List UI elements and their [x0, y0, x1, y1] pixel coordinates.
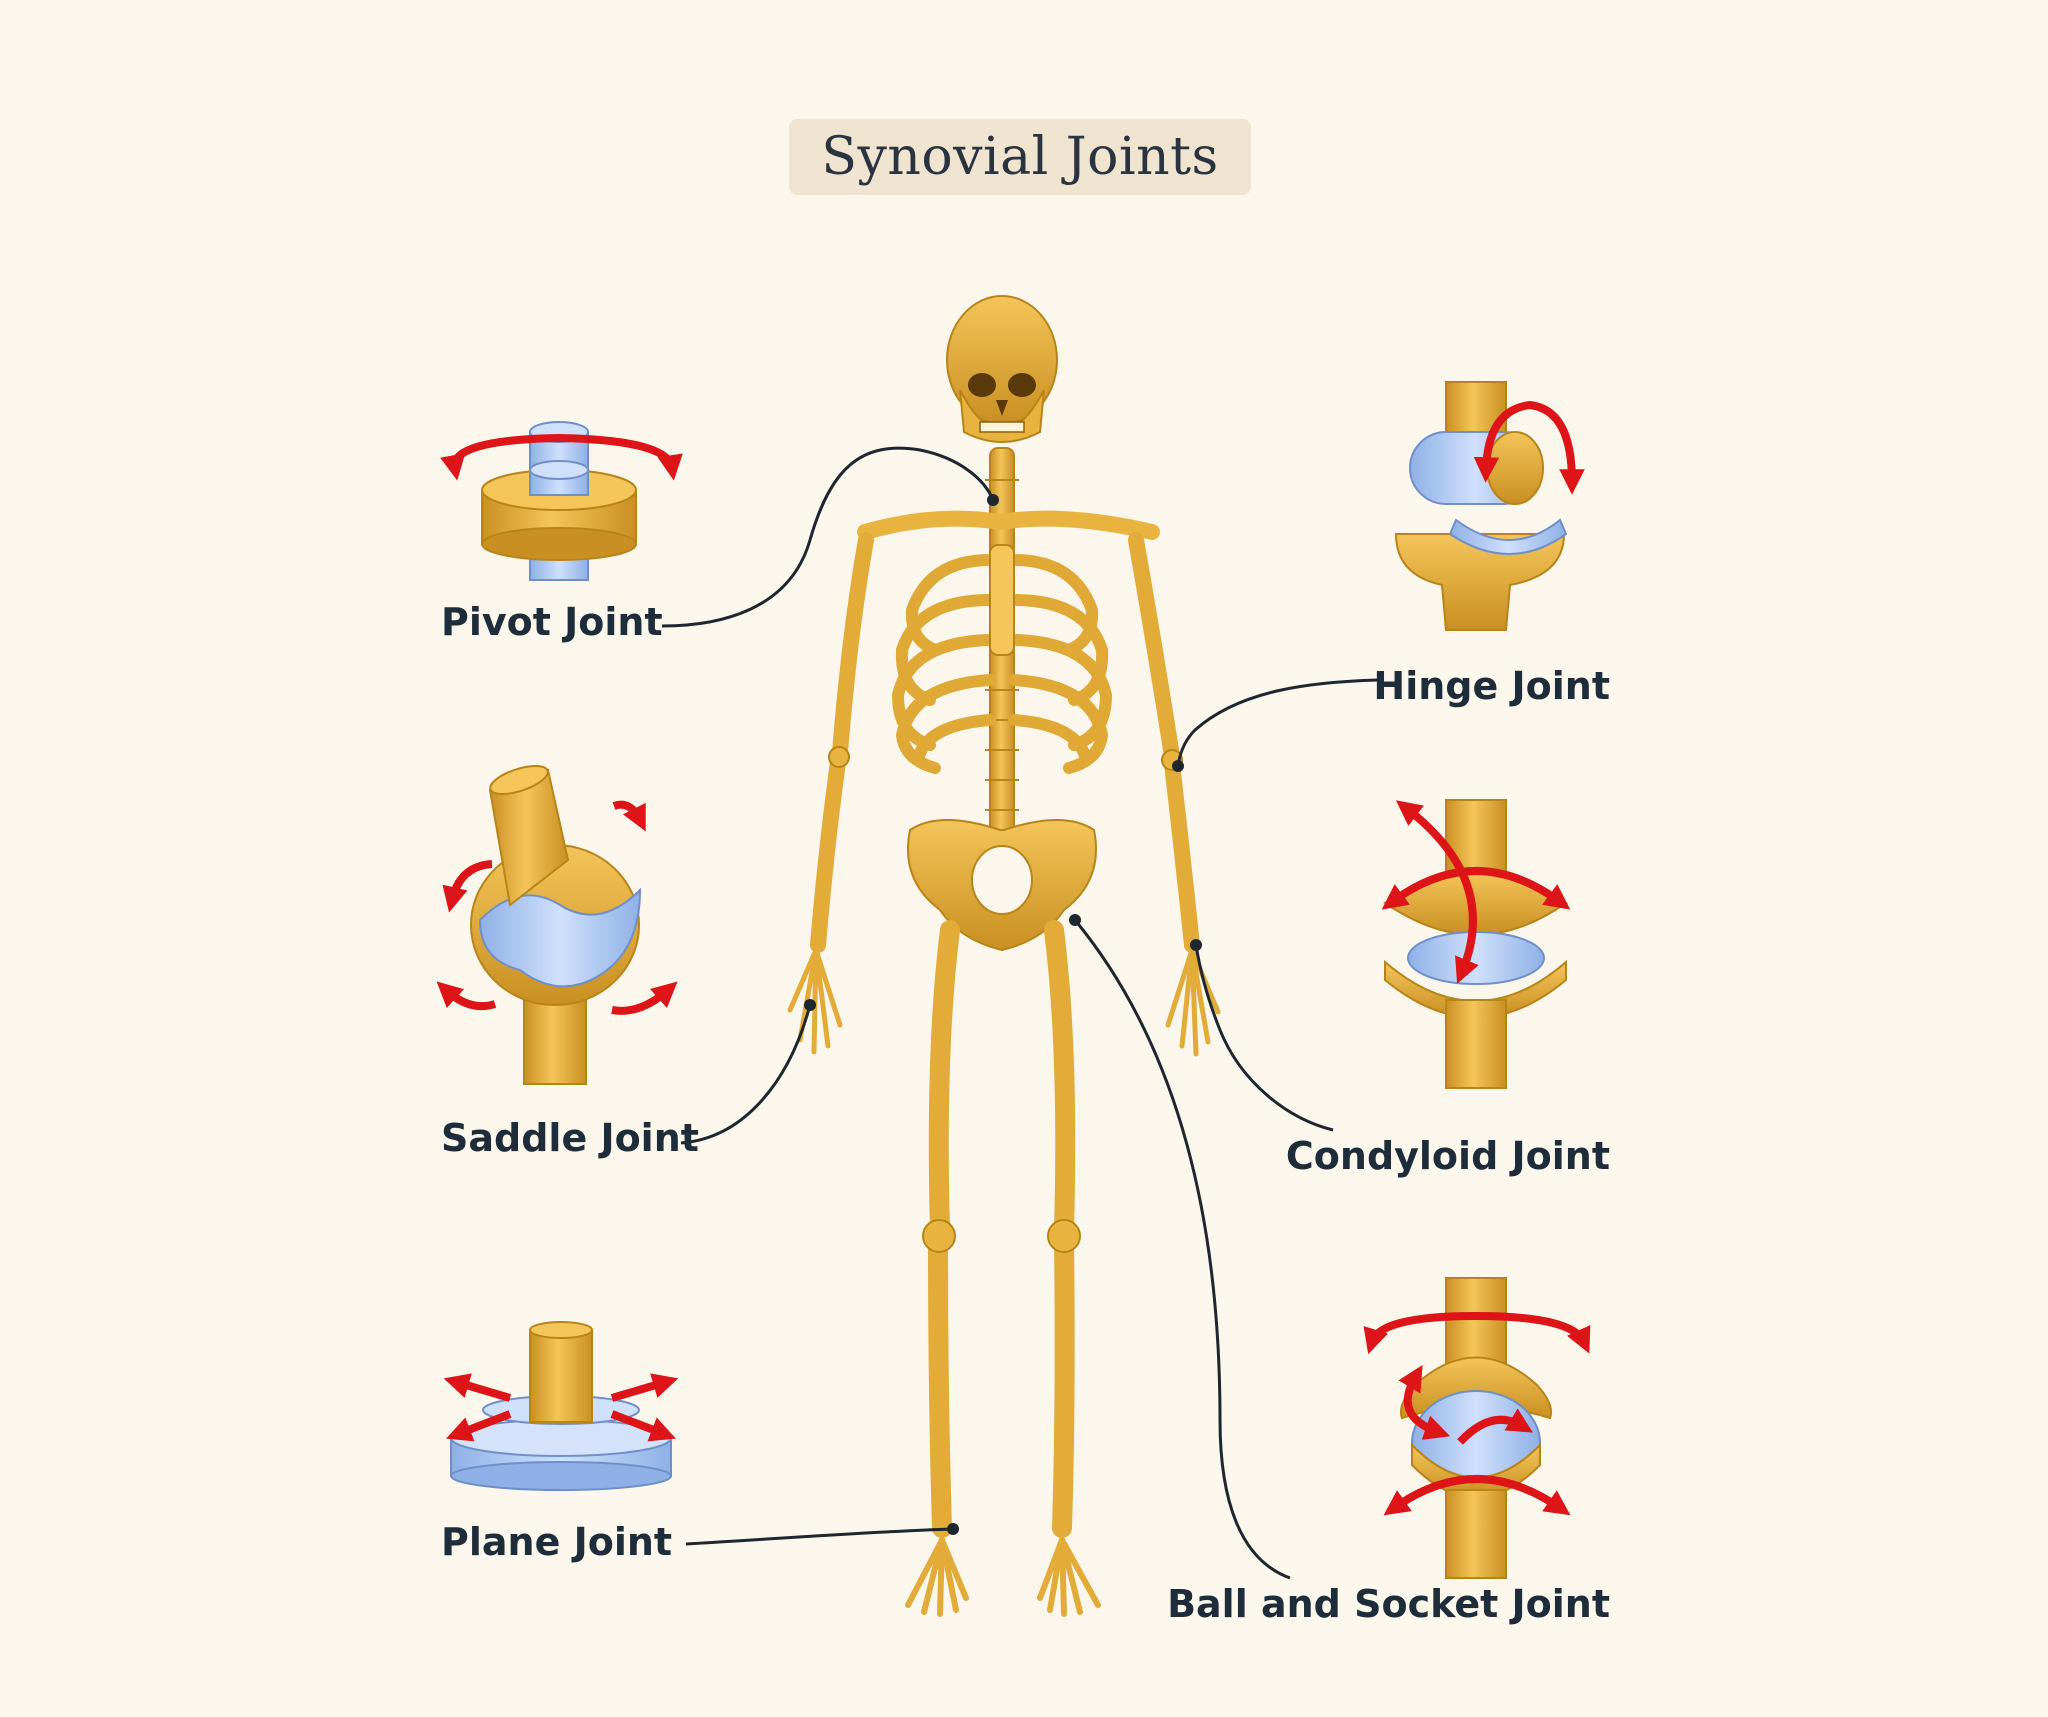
pivot-rotation-arrow: [440, 433, 683, 481]
leader-line-saddle: [680, 1004, 812, 1145]
leader-line-ball-socket: [1073, 919, 1291, 1580]
leader-line-plane: [685, 1527, 954, 1546]
page-title: Synovial Joints: [821, 127, 1219, 187]
saddle-joint-illustration: [470, 765, 642, 1085]
title-banner: Synovial Joints: [789, 119, 1251, 195]
sternum: [989, 544, 1015, 656]
label-ball-socket-joint: Ball and Socket Joint: [1167, 1582, 1610, 1626]
pelvis: [907, 819, 1097, 952]
dot-neck: [987, 494, 999, 506]
dot-elbow: [1172, 760, 1184, 772]
knee-right: [1047, 1219, 1081, 1253]
dot-wrist-left: [804, 999, 816, 1011]
label-saddle-joint: Saddle Joint: [441, 1116, 699, 1160]
dot-ankle: [947, 1523, 959, 1535]
knee-left: [922, 1219, 956, 1253]
plane-glide-arrows: [443, 1373, 679, 1442]
dot-wrist-right: [1190, 939, 1202, 951]
leader-line-condyloid: [1194, 944, 1334, 1132]
feet: [905, 1537, 1101, 1617]
elbow-left: [828, 746, 850, 768]
leader-lines: [661, 446, 1379, 1580]
leader-line-pivot: [661, 446, 995, 628]
hinge-joint-illustration: [1394, 381, 1568, 631]
dot-hip: [1069, 914, 1081, 926]
label-condyloid-joint: Condyloid Joint: [1285, 1134, 1610, 1178]
hands: [787, 947, 1221, 1057]
label-plane-joint: Plane Joint: [441, 1520, 673, 1564]
clavicles: [857, 510, 1160, 540]
skeleton: [787, 295, 1221, 1617]
legs: [928, 920, 1076, 1538]
condyloid-motion-arrows: [1381, 800, 1571, 984]
ball-socket-motion-arrows: [1363, 1311, 1591, 1516]
arms: [810, 532, 1200, 953]
leader-dots: [804, 494, 1202, 1535]
pivot-joint-illustration: [481, 421, 637, 581]
leader-line-hinge: [1176, 678, 1379, 767]
skull: [946, 295, 1058, 443]
label-pivot-joint: Pivot Joint: [441, 600, 663, 644]
condyloid-joint-illustration: [1383, 799, 1568, 1089]
label-hinge-joint: Hinge Joint: [1373, 664, 1610, 708]
plane-joint-illustration: [450, 1321, 672, 1491]
saddle-motion-arrows: [436, 800, 678, 1015]
rib-cage: [891, 554, 1113, 774]
hinge-rotation-arrow: [1473, 400, 1585, 495]
